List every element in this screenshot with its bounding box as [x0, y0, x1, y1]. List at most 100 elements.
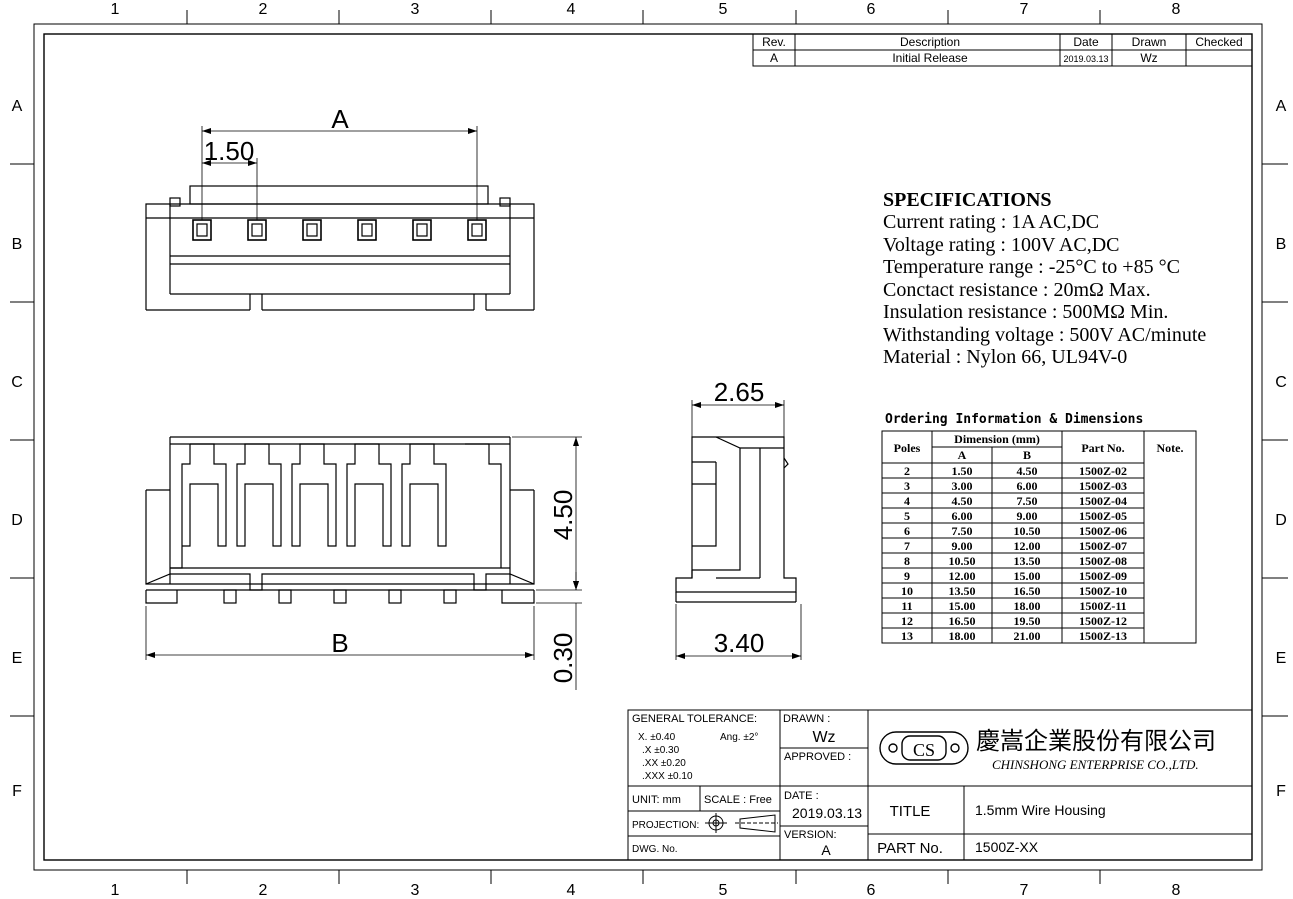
ordering-cell: 15.00	[1014, 569, 1041, 583]
ordering-cell: 21.00	[1014, 629, 1041, 643]
ordering-cell: 1500Z-02	[1079, 464, 1127, 478]
ordering-cell: 12.00	[1014, 539, 1041, 553]
title-block	[627, 709, 1253, 861]
row-label: A	[1276, 98, 1287, 115]
ordering-cell: 13.50	[949, 584, 976, 598]
checked-header: Checked	[1195, 35, 1242, 49]
ordering-cell: 15.00	[949, 599, 976, 613]
spec-line: Current rating : 1A AC,DC	[883, 211, 1099, 233]
ordering-cell: 12	[901, 614, 913, 628]
dimension-b-label: B	[331, 628, 348, 658]
col-label: 3	[411, 1, 420, 18]
date-label: DATE :	[784, 790, 819, 802]
ordering-cell: 9	[904, 569, 910, 583]
row-label: E	[1276, 650, 1287, 667]
ordering-cell: 4.50	[952, 494, 973, 508]
ordering-cell: 7.50	[952, 524, 973, 538]
ordering-cell: 1500Z-11	[1079, 599, 1126, 613]
rev-header: Rev.	[762, 35, 786, 49]
ordering-cell: 1.50	[952, 464, 973, 478]
date-header: Date	[1073, 35, 1099, 49]
a-header: A	[958, 448, 967, 462]
spec-line: Insulation resistance : 500MΩ Min.	[883, 301, 1168, 323]
ordering-cell: 5	[904, 509, 910, 523]
tolerance-x3: .XXX ±0.10	[642, 771, 693, 782]
col-label: 4	[567, 882, 576, 899]
ordering-cell: 1500Z-05	[1079, 509, 1127, 523]
ordering-cell: 9.00	[952, 539, 973, 553]
row-label: E	[12, 650, 23, 667]
row-label: B	[1276, 236, 1287, 253]
row-label: F	[12, 783, 22, 800]
ordering-cell: 6.00	[952, 509, 973, 523]
ordering-cell: 1500Z-12	[1079, 614, 1127, 628]
ordering-cell: 16.50	[949, 614, 976, 628]
dimension-side-bottom-label: 3.40	[714, 628, 765, 658]
title-label: TITLE	[890, 803, 931, 820]
part-label: PART No.	[877, 840, 943, 857]
approved-label: APPROVED :	[784, 751, 851, 763]
ordering-cell: 7.50	[1017, 494, 1038, 508]
specifications-block: SPECIFICATIONS Current rating : 1A AC,DC…	[883, 189, 1206, 368]
ordering-cell: 8	[904, 554, 910, 568]
ordering-cell: 6	[904, 524, 910, 538]
col-label: 5	[719, 882, 728, 899]
contact-holes	[192, 219, 487, 241]
ordering-cell: 19.50	[1014, 614, 1041, 628]
ordering-cell: 4	[904, 494, 910, 508]
tolerance-x1: .X ±0.30	[642, 745, 680, 756]
note-header: Note.	[1157, 441, 1184, 455]
description-value: Initial Release	[892, 51, 968, 65]
dimension-pin-label: 0.30	[548, 633, 578, 684]
b-header: B	[1023, 448, 1031, 462]
spec-line: Conctact resistance : 20mΩ Max.	[883, 279, 1151, 301]
ordering-cell: 16.50	[1014, 584, 1041, 598]
logo-text: CS	[913, 740, 935, 760]
ordering-cell: 13	[901, 629, 913, 643]
ordering-cell: 3	[904, 479, 910, 493]
spec-line: Voltage rating : 100V AC,DC	[883, 234, 1119, 256]
ordering-cell: 1500Z-04	[1079, 494, 1127, 508]
col-label: 5	[719, 1, 728, 18]
col-label: 8	[1172, 882, 1181, 899]
col-label: 6	[867, 1, 876, 18]
date-value: 2019.03.13	[792, 805, 862, 821]
company-name-english: CHINSHONG ENTERPRISE CO.,LTD.	[992, 757, 1199, 772]
version-value: A	[821, 842, 831, 858]
col-label: 4	[567, 1, 576, 18]
ordering-cell: 12.00	[949, 569, 976, 583]
ordering-table	[881, 430, 1197, 644]
col-label: 2	[259, 1, 268, 18]
company-logo	[879, 731, 969, 765]
col-label: 1	[111, 882, 120, 899]
ordering-cell: 2	[904, 464, 910, 478]
row-label: C	[1275, 374, 1287, 391]
col-label: 3	[411, 882, 420, 899]
dimension-header: Dimension (mm)	[954, 432, 1040, 446]
side-view	[675, 400, 802, 660]
projection-label: PROJECTION:	[632, 820, 699, 831]
dimension-a-label: A	[331, 104, 349, 134]
ordering-cell: 1500Z-09	[1079, 569, 1127, 583]
ordering-cell: 18.00	[949, 629, 976, 643]
ordering-cell: 1500Z-10	[1079, 584, 1127, 598]
spec-line: Withstanding voltage : 500V AC/minute	[883, 324, 1206, 346]
drawn-value: Wz	[812, 729, 835, 746]
title-value: 1.5mm Wire Housing	[975, 802, 1106, 818]
row-label: D	[11, 512, 23, 529]
ordering-cell: 3.00	[952, 479, 973, 493]
tolerance-x: X. ±0.40	[638, 732, 676, 743]
col-label: 6	[867, 882, 876, 899]
scale-label: SCALE : Free	[704, 794, 772, 806]
col-label: 8	[1172, 1, 1181, 18]
row-label: A	[12, 98, 23, 115]
date-value: 2019.03.13	[1063, 54, 1108, 64]
dimension-height-label: 4.50	[548, 490, 578, 541]
row-label: D	[1275, 512, 1287, 529]
row-label: C	[11, 374, 23, 391]
tolerance-title: GENERAL TOLERANCE:	[632, 713, 757, 725]
row-label: B	[12, 236, 23, 253]
description-header: Description	[900, 35, 960, 49]
ordering-cell: 4.50	[1017, 464, 1038, 478]
